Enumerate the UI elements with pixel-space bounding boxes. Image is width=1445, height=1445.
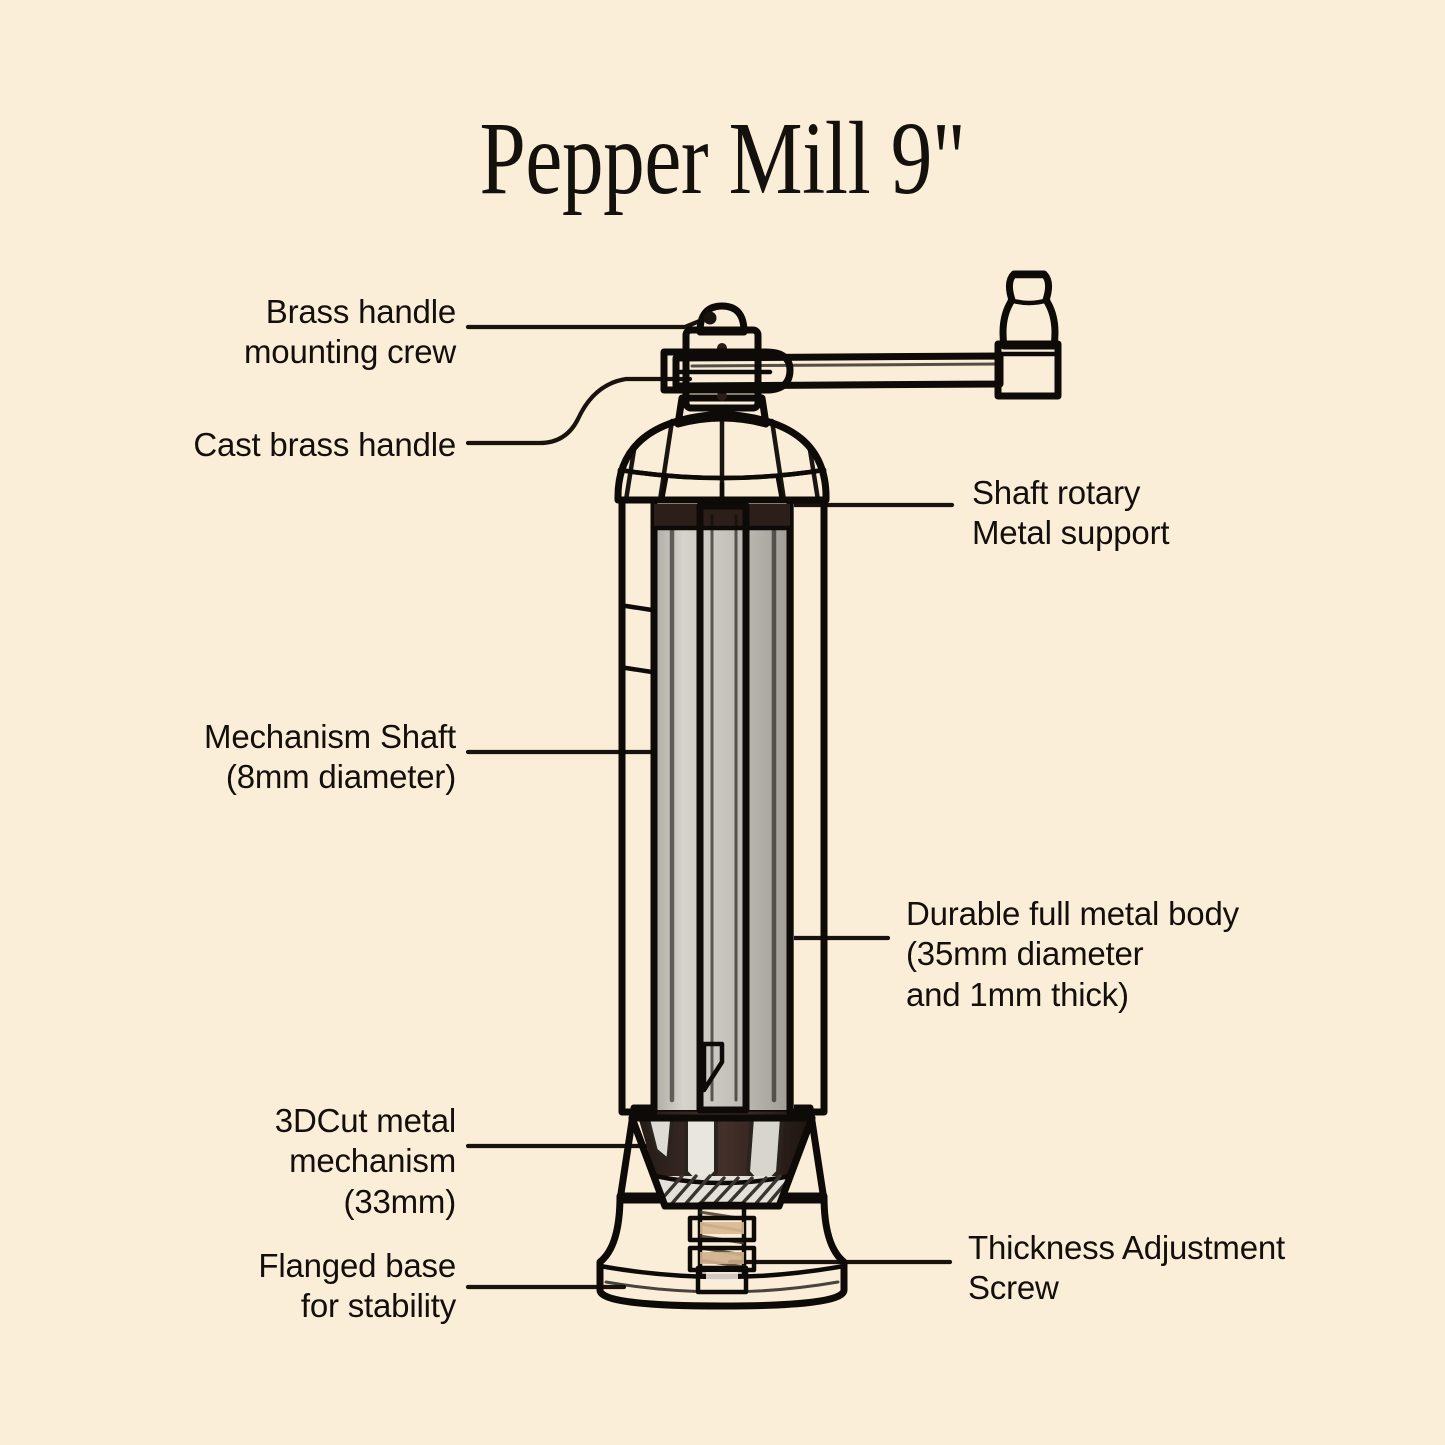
pepper-mill-body xyxy=(596,270,1062,1310)
leader-cast-brass-handle xyxy=(465,376,693,446)
thickness-adjustment-screw xyxy=(687,1201,757,1295)
leader-brass-handle-mounting-crew xyxy=(465,317,705,330)
label-flanged-base-for-stability: Flanged base for stability xyxy=(258,1247,456,1325)
dome-cap xyxy=(614,394,830,504)
wall-tick-marks xyxy=(623,603,655,675)
label-cast-brass-handle: Cast brass handle xyxy=(193,426,456,463)
body-cylinder xyxy=(618,496,828,1116)
crank-knob xyxy=(994,270,1062,400)
label-durable-full-metal-body: Durable full metal body (35mm diameter a… xyxy=(906,895,1239,1013)
grinding-burr xyxy=(628,1114,816,1210)
mechanism-shaft xyxy=(696,502,750,1114)
crank-arm xyxy=(660,348,1004,394)
label-thickness-adjustment-screw: Thickness Adjustment Screw xyxy=(968,1229,1285,1307)
page-title: Pepper Mill 9" xyxy=(479,101,966,216)
label-brass-handle-mounting-crew: Brass handle mounting crew xyxy=(244,293,456,371)
leader-lines xyxy=(465,317,955,1290)
label-3dcut-metal-mechanism: 3DCut metal mechanism (33mm) xyxy=(274,1102,456,1220)
label-mechanism-shaft: Mechanism Shaft (8mm diameter) xyxy=(204,718,456,796)
label-shaft-rotary-metal-support: Shaft rotary Metal support xyxy=(972,474,1170,552)
